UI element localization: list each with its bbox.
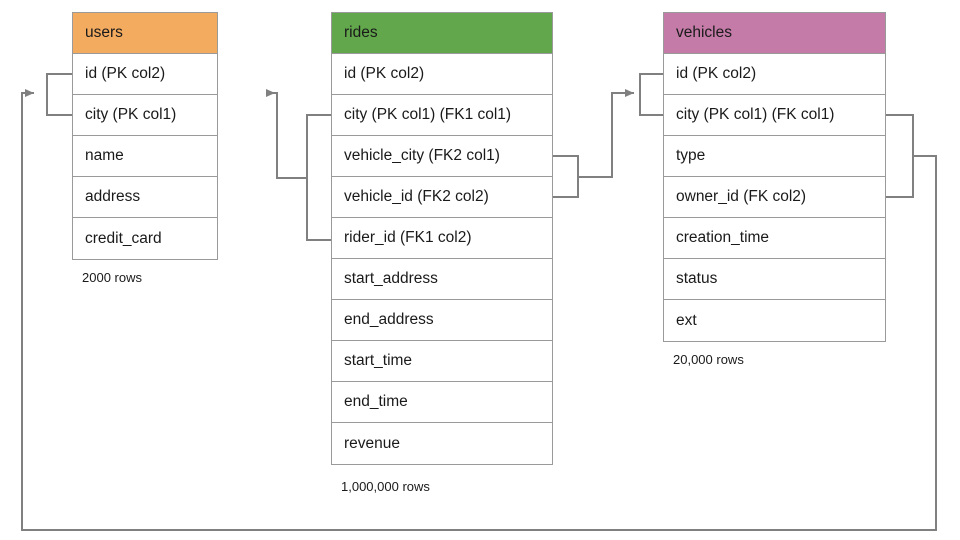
table-rides-column-city[interactable]: city (PK col1) (FK1 col1) [332,95,552,136]
table-users-header: users [73,13,217,54]
table-rides-row-count: 1,000,000 rows [341,479,430,494]
table-rides-column-rider-id[interactable]: rider_id (FK1 col2) [332,218,552,259]
table-vehicles-column-city[interactable]: city (PK col1) (FK col1) [664,95,885,136]
table-rides-column-vehicle-id[interactable]: vehicle_id (FK2 col2) [332,177,552,218]
connector-rides-fk1-to-users [266,89,307,179]
table-users-column-id[interactable]: id (PK col2) [73,54,217,95]
table-users-column-name[interactable]: name [73,136,217,177]
table-users-column-address[interactable]: address [73,177,217,218]
table-vehicles-column-creation-time[interactable]: creation_time [664,218,885,259]
table-rides-column-start-address[interactable]: start_address [332,259,552,300]
table-vehicles-column-type[interactable]: type [664,136,885,177]
connector-rides-fk1-bracket [306,114,331,241]
table-rides-column-end-address[interactable]: end_address [332,300,552,341]
table-rides-header: rides [332,13,552,54]
table-users[interactable]: users id (PK col2) city (PK col1) name a… [72,12,218,260]
connector-vehicles-left-bracket [639,73,663,116]
table-vehicles-column-owner-id[interactable]: owner_id (FK col2) [664,177,885,218]
table-vehicles-column-status[interactable]: status [664,259,885,300]
table-vehicles[interactable]: vehicles id (PK col2) city (PK col1) (FK… [663,12,886,342]
table-users-column-credit-card[interactable]: credit_card [73,218,217,259]
table-rides[interactable]: rides id (PK col2) city (PK col1) (FK1 c… [331,12,553,465]
connector-rides-fk2-bracket [553,155,579,198]
table-vehicles-title: vehicles [676,24,732,41]
table-rides-column-id[interactable]: id (PK col2) [332,54,552,95]
table-vehicles-row-count: 20,000 rows [673,352,744,367]
table-rides-column-revenue[interactable]: revenue [332,423,552,464]
connector-users-left-bracket [46,73,72,116]
table-users-row-count: 2000 rows [82,270,142,285]
table-users-column-city[interactable]: city (PK col1) [73,95,217,136]
table-users-title: users [85,24,123,41]
table-rides-column-end-time[interactable]: end_time [332,382,552,423]
table-rides-title: rides [344,24,378,41]
table-rides-column-start-time[interactable]: start_time [332,341,552,382]
table-vehicles-header: vehicles [664,13,885,54]
connector-vehicles-fk-bracket [886,114,914,198]
table-rides-column-vehicle-city[interactable]: vehicle_city (FK2 col1) [332,136,552,177]
table-vehicles-column-id[interactable]: id (PK col2) [664,54,885,95]
connector-rides-fk2-to-vehicles [578,89,634,178]
table-vehicles-column-ext[interactable]: ext [664,300,885,341]
